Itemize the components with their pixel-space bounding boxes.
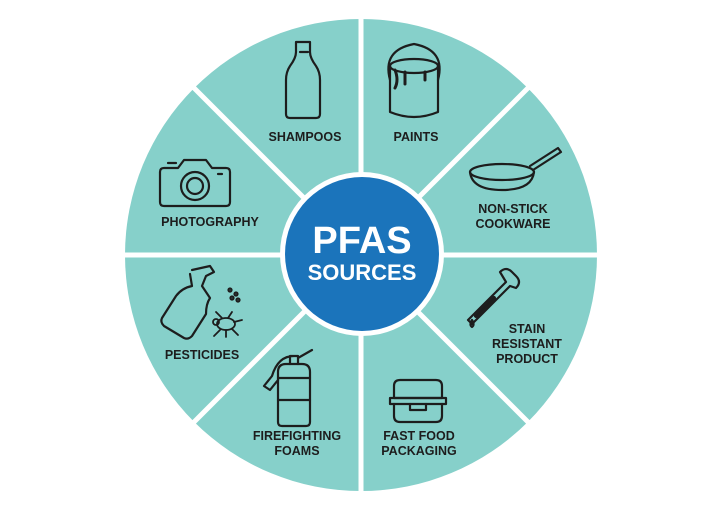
segment-label: PACKAGING: [381, 444, 456, 458]
center-subtitle: SOURCES: [308, 260, 417, 285]
segment-label: STAIN: [509, 322, 546, 336]
segment-label: PESTICIDES: [165, 348, 239, 362]
fire-extinguisher-icon: [262, 348, 314, 428]
segment-label: PHOTOGRAPHY: [161, 215, 259, 229]
bottle-icon: [284, 40, 322, 120]
spray-bottle-icon: [160, 264, 241, 340]
segment-stain-resistant-product: STAIN RESISTANT PRODUCT: [466, 267, 562, 366]
segment-firefighting-foams: FIREFIGHTING FOAMS: [253, 348, 341, 458]
segment-shampoos: SHAMPOOS: [269, 40, 342, 144]
dropper-icon: [466, 267, 521, 329]
segment-fast-food-packaging: FAST FOOD PACKAGING: [381, 378, 457, 458]
segment-label: PRODUCT: [496, 352, 558, 366]
food-container-icon: [388, 378, 448, 424]
segment-paints: PAINTS: [387, 42, 441, 144]
segment-label: FAST FOOD: [383, 429, 455, 443]
segment-pesticides: PESTICIDES: [160, 264, 243, 362]
segment-label: SHAMPOOS: [269, 130, 342, 144]
center-title: PFAS: [312, 220, 411, 262]
segment-label: FIREFIGHTING: [253, 429, 341, 443]
segment-label: PAINTS: [394, 130, 439, 144]
segment-label: FOAMS: [274, 444, 319, 458]
frying-pan-icon: [468, 146, 563, 192]
insect-icon: [212, 311, 243, 338]
segment-label: NON-STICK: [478, 202, 547, 216]
segment-non-stick-cookware: NON-STICK COOKWARE: [468, 146, 563, 231]
center-circle: [285, 177, 439, 331]
segment-photography: PHOTOGRAPHY: [158, 158, 260, 229]
camera-icon: [158, 158, 232, 208]
paint-can-icon: [387, 42, 441, 119]
segment-label: RESISTANT: [492, 337, 562, 351]
segment-label: COOKWARE: [476, 217, 551, 231]
